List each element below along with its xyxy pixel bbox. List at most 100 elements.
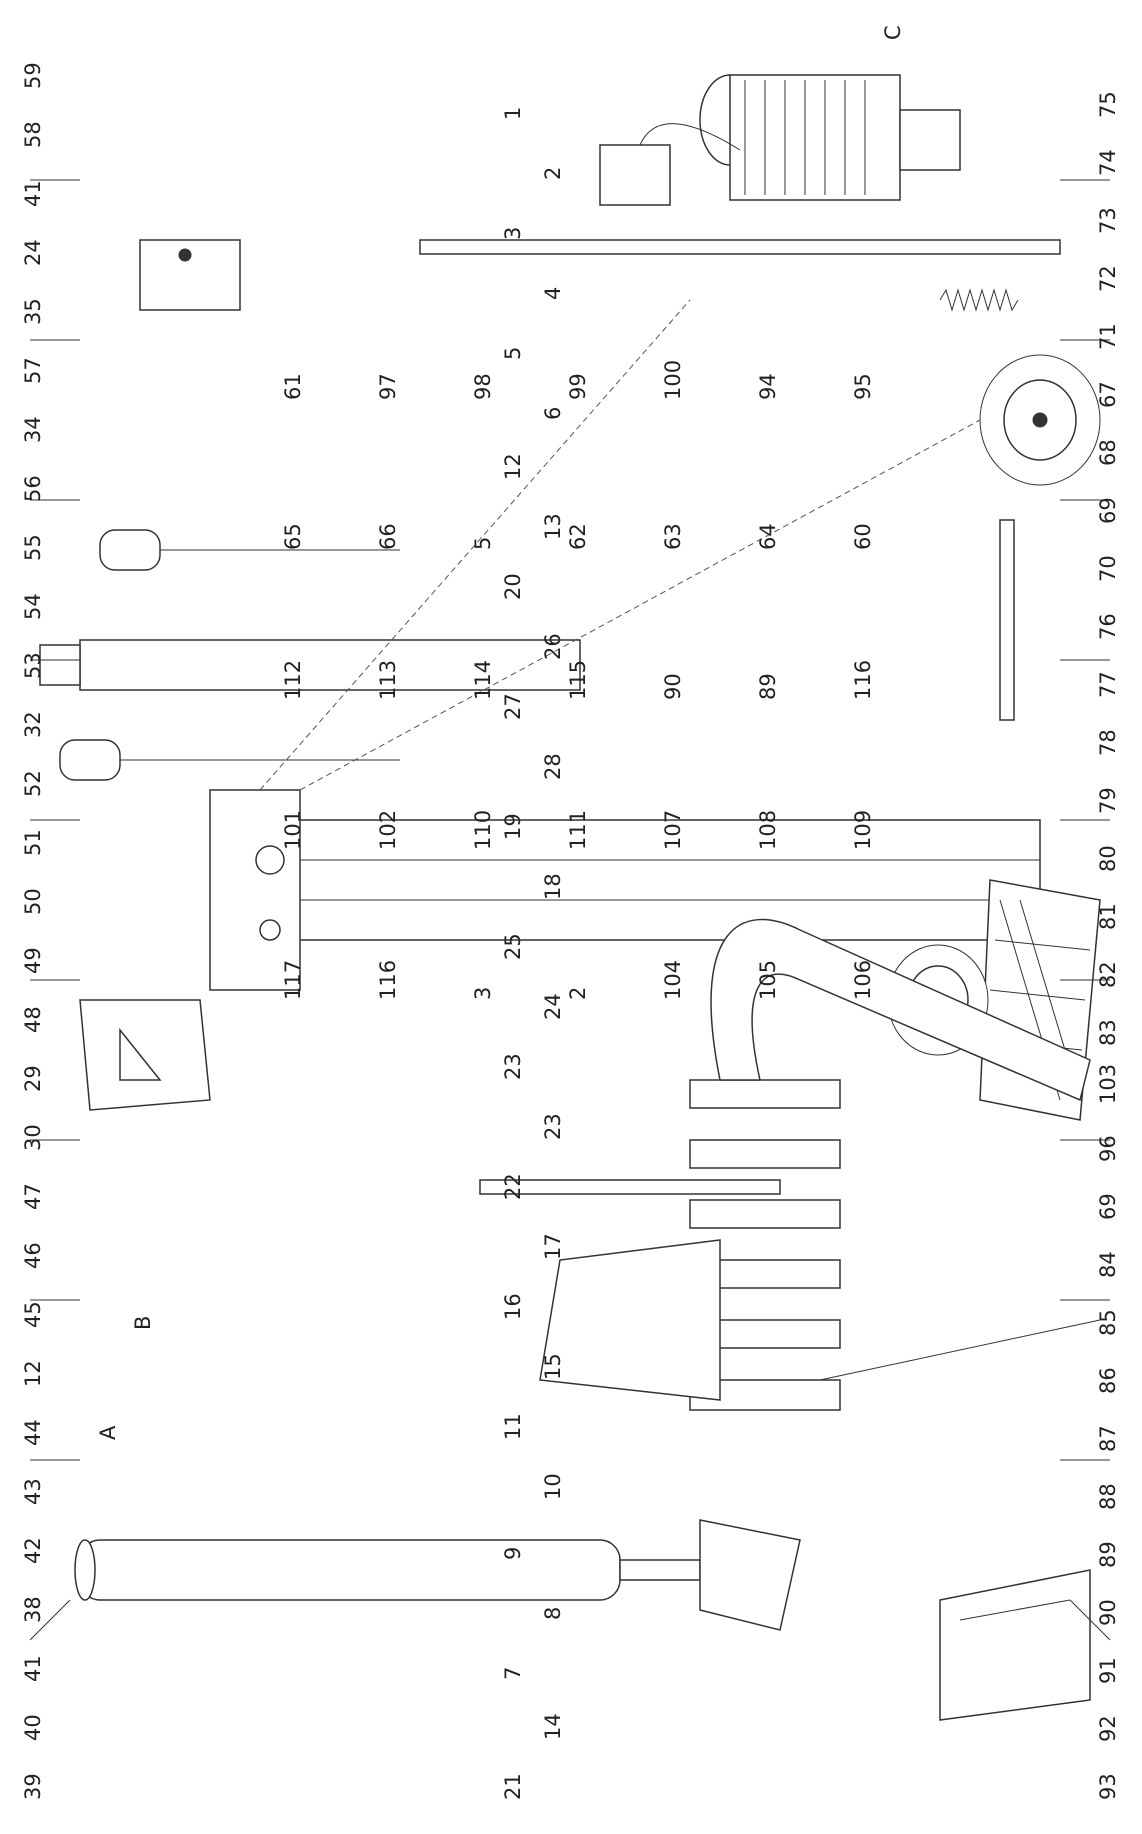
label-left-41: 41 <box>21 180 45 207</box>
label-center-97: 97 <box>376 373 400 400</box>
label-mid-28: 28 <box>541 753 565 780</box>
motor-fins <box>744 80 866 195</box>
label-left-12: 12 <box>21 1360 45 1387</box>
connector-letter-C: C <box>881 25 905 40</box>
label-right-78: 78 <box>1096 729 1120 756</box>
label-mid-26: 26 <box>541 633 565 660</box>
label-right-96: 96 <box>1096 1135 1120 1162</box>
label-left-51: 51 <box>21 829 45 856</box>
label-mid-2: 2 <box>541 167 565 180</box>
spring <box>939 288 1019 312</box>
label-right-68: 68 <box>1096 439 1120 466</box>
label-mid-23: 23 <box>541 1113 565 1140</box>
label-mid-23: 23 <box>501 1053 525 1080</box>
label-right-90: 90 <box>1096 1599 1120 1626</box>
label-left-55: 55 <box>21 534 45 561</box>
flow-lines <box>259 299 981 791</box>
label-mid-19: 19 <box>501 813 525 840</box>
label-left-35: 35 <box>21 298 45 325</box>
label-center-2: 2 <box>566 987 590 1000</box>
connector-letter-B: B <box>131 1316 155 1330</box>
label-center-112: 112 <box>281 660 305 700</box>
label-center-108: 108 <box>756 810 780 850</box>
label-left-47: 47 <box>21 1183 45 1210</box>
label-mid-12: 12 <box>501 453 525 480</box>
label-right-88: 88 <box>1096 1483 1120 1510</box>
label-mid-25: 25 <box>501 933 525 960</box>
label-mid-11: 11 <box>501 1413 525 1440</box>
label-right-72: 72 <box>1096 265 1120 292</box>
label-right-69: 69 <box>1096 1193 1120 1220</box>
label-center-66: 66 <box>376 523 400 550</box>
label-right-92: 92 <box>1096 1715 1120 1742</box>
label-right-103: 103 <box>1096 1064 1120 1104</box>
label-mid-21: 21 <box>501 1773 525 1800</box>
label-center-107: 107 <box>661 810 685 850</box>
label-right-81: 81 <box>1096 903 1120 930</box>
label-center-114: 114 <box>471 660 495 700</box>
label-center-99: 99 <box>566 373 590 400</box>
label-mid-5: 5 <box>501 347 525 360</box>
label-right-89: 89 <box>1096 1541 1120 1568</box>
chain <box>819 1319 1101 1381</box>
label-mid-16: 16 <box>501 1293 525 1320</box>
label-center-3: 3 <box>471 987 495 1000</box>
label-left-32: 32 <box>21 711 45 738</box>
label-left-56: 56 <box>21 475 45 502</box>
label-mid-18: 18 <box>541 873 565 900</box>
label-center-61: 61 <box>281 373 305 400</box>
label-left-46: 46 <box>21 1242 45 1269</box>
label-left-24: 24 <box>21 239 45 266</box>
label-center-95: 95 <box>851 373 875 400</box>
label-right-91: 91 <box>1096 1657 1120 1684</box>
label-mid-3: 3 <box>501 227 525 240</box>
label-mid-1: 1 <box>501 107 525 120</box>
label-center-109: 109 <box>851 810 875 850</box>
label-mid-8: 8 <box>541 1607 565 1620</box>
label-center-62: 62 <box>566 523 590 550</box>
foot-lever <box>939 1569 1091 1721</box>
label-mid-15: 15 <box>541 1353 565 1380</box>
label-center-115: 115 <box>566 660 590 700</box>
label-right-79: 79 <box>1096 787 1120 814</box>
label-left-57: 57 <box>21 357 45 384</box>
wheel-axle <box>999 519 1015 721</box>
electric-motor <box>699 74 961 201</box>
control-valve <box>139 239 241 311</box>
label-center-113: 113 <box>376 660 400 700</box>
label-left-45: 45 <box>21 1301 45 1328</box>
label-mid-6: 6 <box>541 407 565 420</box>
label-center-5: 5 <box>471 537 495 550</box>
label-right-80: 80 <box>1096 845 1120 872</box>
label-center-65: 65 <box>281 523 305 550</box>
label-left-41: 41 <box>21 1655 45 1682</box>
label-left-58: 58 <box>21 121 45 148</box>
label-left-30: 30 <box>21 1124 45 1151</box>
label-left-39: 39 <box>21 1773 45 1800</box>
label-right-77: 77 <box>1096 671 1120 698</box>
label-mid-27: 27 <box>501 693 525 720</box>
stand-leg <box>710 918 1091 1102</box>
label-right-86: 86 <box>1096 1367 1120 1394</box>
connector-letter-A: A <box>96 1425 120 1440</box>
label-center-117: 117 <box>281 960 305 1000</box>
label-center-60: 60 <box>851 523 875 550</box>
label-center-64: 64 <box>756 523 780 550</box>
label-right-73: 73 <box>1096 207 1120 234</box>
label-left-54: 54 <box>21 593 45 620</box>
label-left-44: 44 <box>21 1419 45 1446</box>
label-center-89: 89 <box>756 673 780 700</box>
label-right-82: 82 <box>1096 961 1120 988</box>
label-center-116: 116 <box>376 960 400 1000</box>
rail <box>419 239 1061 255</box>
label-center-94: 94 <box>756 373 780 400</box>
label-right-93: 93 <box>1096 1773 1120 1800</box>
label-leaders-left <box>29 179 80 1641</box>
label-left-49: 49 <box>21 947 45 974</box>
label-center-105: 105 <box>756 960 780 1000</box>
label-left-50: 50 <box>21 888 45 915</box>
label-leaders-right <box>1060 179 1111 1641</box>
handle-assembly <box>39 529 581 781</box>
label-right-85: 85 <box>1096 1309 1120 1336</box>
label-left-34: 34 <box>21 416 45 443</box>
